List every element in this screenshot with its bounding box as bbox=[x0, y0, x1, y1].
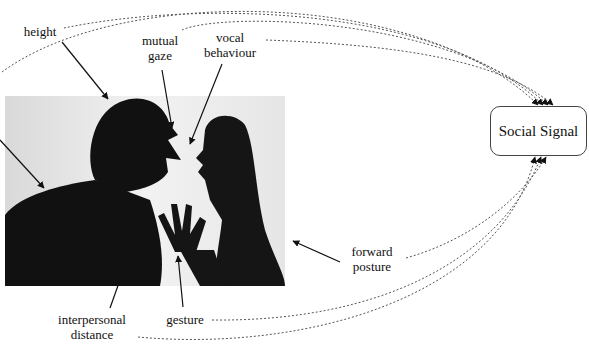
annotation-label: forward posture bbox=[343, 244, 401, 274]
dotted-leaders bbox=[2, 11, 553, 339]
annotation-label: gesture bbox=[155, 312, 215, 327]
photo bbox=[5, 96, 285, 286]
pointer-arrows bbox=[0, 42, 340, 308]
annotation-label: mutual gaze bbox=[137, 33, 183, 63]
annotation-label: vocal behaviour bbox=[199, 30, 261, 60]
annotation-label: height bbox=[10, 24, 70, 39]
annotation-label: interpersonal distance bbox=[50, 312, 134, 342]
node-label: Social Signal bbox=[499, 123, 579, 140]
signal-box: Social Signal bbox=[490, 106, 587, 156]
